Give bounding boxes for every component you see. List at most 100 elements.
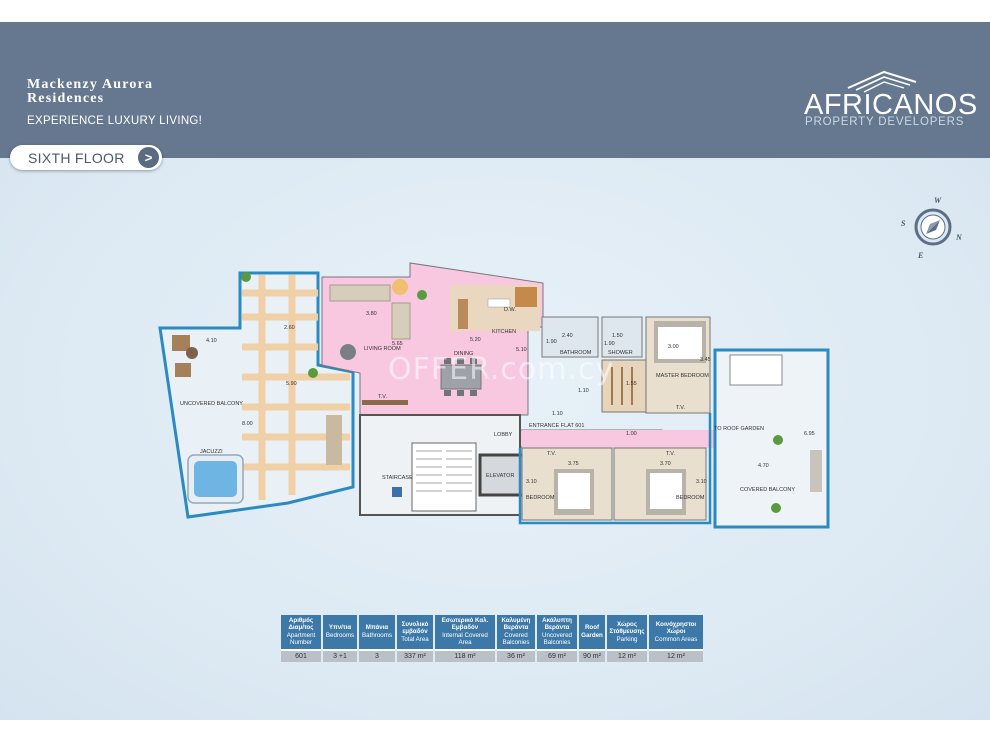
bedroom-right-label: BEDROOM bbox=[676, 495, 705, 501]
tagline: EXPERIENCE LUXURY LIVING! bbox=[27, 115, 203, 127]
spec-value: 337 m² bbox=[397, 650, 433, 662]
dim-label: 1.50 bbox=[612, 333, 623, 339]
elevator bbox=[478, 453, 526, 497]
tv-label-master: T.V. bbox=[676, 405, 685, 411]
dim-label: 3.75 bbox=[568, 461, 579, 467]
elevator-label: ELEVATOR bbox=[486, 473, 514, 479]
logo-roof-icon bbox=[847, 70, 917, 93]
tv-unit bbox=[362, 400, 408, 405]
dishwasher-label: D.W. bbox=[504, 307, 516, 313]
living-armchair bbox=[391, 302, 411, 340]
dim-label: 1.10 bbox=[578, 388, 589, 394]
dim-label: 2.40 bbox=[562, 333, 573, 339]
outdoor-chair bbox=[175, 363, 191, 377]
spec-header: Roof Garden bbox=[579, 615, 605, 651]
balcony-sofa bbox=[810, 450, 822, 492]
tv-label-bedroom-right: T.V. bbox=[666, 451, 675, 457]
jacuzzi-water bbox=[194, 461, 237, 497]
roof-stair bbox=[729, 354, 783, 386]
next-floor-arrow-icon[interactable]: > bbox=[138, 147, 159, 168]
spec-value: 118 m² bbox=[435, 650, 495, 662]
spec-value: 3 +1 bbox=[323, 650, 357, 662]
entrance-label: ENTRANCE FLAT 601 bbox=[529, 423, 584, 429]
dim-label: 3.10 bbox=[526, 479, 537, 485]
kitchen-sink bbox=[487, 298, 511, 308]
dim-label: 1.00 bbox=[626, 431, 637, 437]
dim-label: 3.80 bbox=[366, 311, 377, 317]
compass-n: N bbox=[955, 233, 963, 242]
dim-label: 2.60 bbox=[284, 325, 295, 331]
floor-label: SIXTH FLOOR bbox=[28, 150, 125, 166]
staircase bbox=[411, 442, 477, 512]
staircase-label: STAIRCASE bbox=[382, 475, 413, 481]
dim-label: 5.20 bbox=[470, 337, 481, 343]
outdoor-table bbox=[186, 347, 198, 359]
dim-label: 6.95 bbox=[804, 431, 815, 437]
plants bbox=[241, 272, 783, 513]
dim-label: 5.90 bbox=[286, 381, 297, 387]
bed-right-sheet bbox=[650, 473, 682, 509]
spec-value: 69 m² bbox=[537, 650, 577, 662]
master-bedroom-label: MASTER BEDROOM bbox=[656, 373, 709, 379]
wardrobe bbox=[601, 359, 647, 413]
project-title: Mackenzy Aurora Residences bbox=[27, 78, 153, 106]
compass-w: W bbox=[934, 196, 942, 205]
shower-room bbox=[601, 316, 643, 358]
floor-selector[interactable]: SIXTH FLOOR > bbox=[10, 145, 162, 170]
spec-value-row: 601 3 +1 3 337 m² 118 m² 36 m² 69 m² 90 … bbox=[281, 650, 703, 662]
dim-label: 1.55 bbox=[626, 381, 637, 387]
dim-label: 8.00 bbox=[242, 421, 253, 427]
developer-logo: AFRICANOS PROPERTY DEVELOPERS bbox=[800, 64, 977, 130]
dining-table bbox=[440, 364, 482, 390]
roof-garden-label: TO ROOF GARDEN bbox=[714, 426, 764, 432]
spec-value: 12 m² bbox=[649, 650, 703, 662]
stair-treads bbox=[416, 450, 472, 492]
living-room-label: LIVING ROOM bbox=[364, 346, 401, 352]
project-title-line2: Residences bbox=[27, 91, 105, 106]
corridor bbox=[522, 430, 722, 448]
spec-value: 90 m² bbox=[579, 650, 605, 662]
watermark: OFFER.com.cy bbox=[388, 352, 615, 387]
compass-e: E bbox=[917, 251, 923, 260]
dim-label: 4.70 bbox=[758, 463, 769, 469]
dim-label: 5.10 bbox=[516, 347, 527, 353]
compass-s: S bbox=[901, 219, 906, 228]
shower-label: SHOWER bbox=[608, 350, 633, 356]
dining-chairs bbox=[444, 358, 477, 396]
master-bed-sheet bbox=[658, 327, 702, 359]
lounge-chair bbox=[340, 344, 356, 360]
covered-balcony-label: COVERED BALCONY bbox=[740, 487, 795, 493]
dim-label: 3.70 bbox=[660, 461, 671, 467]
kitchen-counter bbox=[515, 287, 537, 307]
logo-name: AFRICANOS bbox=[804, 89, 978, 121]
outdoor-sofa bbox=[326, 415, 342, 465]
uncovered-balcony-label: UNCOVERED BALCONY bbox=[180, 401, 243, 407]
living-sofa bbox=[329, 284, 391, 302]
spec-value: 12 m² bbox=[607, 650, 647, 662]
dim-label: 3.45 bbox=[700, 357, 711, 363]
compass-icon: W S N E bbox=[901, 196, 963, 260]
spec-value: 3 bbox=[359, 650, 395, 662]
dim-label: 5.65 bbox=[392, 341, 403, 347]
bedroom-left-label: BEDROOM bbox=[526, 495, 555, 501]
spec-value: 601 bbox=[281, 650, 321, 662]
bed-left-sheet bbox=[558, 473, 590, 509]
kitchen-island bbox=[458, 299, 468, 329]
dim-label: 4.10 bbox=[206, 338, 217, 344]
kitchen-label: KITCHEN bbox=[492, 329, 516, 335]
dim-label: 3.10 bbox=[696, 479, 707, 485]
jacuzzi-label: JACUZZI bbox=[200, 449, 223, 455]
wardrobe-shelves bbox=[611, 367, 633, 405]
lobby-label: LOBBY bbox=[494, 432, 513, 438]
dim-label: 1.90 bbox=[546, 339, 557, 345]
